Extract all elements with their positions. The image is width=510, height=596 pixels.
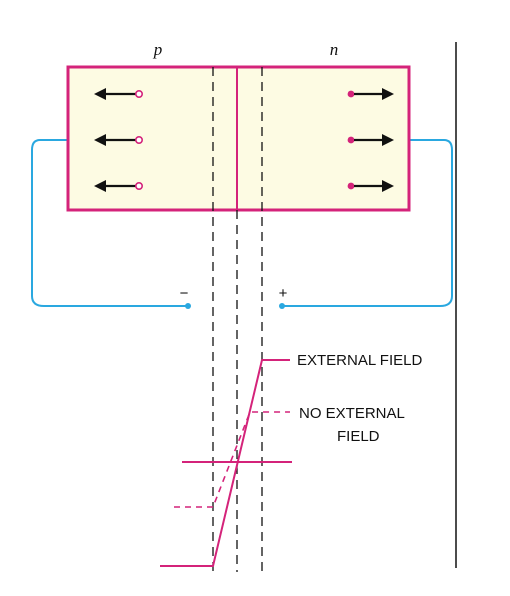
negative-terminal-sign: −	[180, 285, 189, 302]
positive-terminal-sign: +	[279, 285, 288, 302]
arrow-right-icon	[382, 88, 394, 100]
external-field-label: EXTERNAL FIELD	[297, 352, 422, 369]
electron-icon	[347, 182, 355, 190]
right-wire	[282, 139, 453, 307]
arrow-right-icon	[382, 134, 394, 146]
n-side-carriers	[347, 88, 394, 192]
positive-terminal-dot	[279, 303, 285, 309]
hole-icon	[135, 90, 144, 99]
p-side-carriers	[94, 88, 144, 192]
hole-carrier	[94, 134, 144, 146]
hole-carrier	[94, 180, 144, 192]
hole-icon	[135, 136, 144, 145]
negative-terminal-dot	[185, 303, 191, 309]
n-region-label: n	[330, 40, 339, 59]
no-external-field-label-line2: FIELD	[337, 428, 380, 445]
electron-carrier	[347, 180, 394, 192]
arrow-left-icon	[94, 88, 106, 100]
electron-icon	[347, 136, 355, 144]
no-external-field-profile	[174, 411, 290, 508]
electron-carrier	[347, 134, 394, 146]
arrow-left-icon	[94, 134, 106, 146]
arrow-left-icon	[94, 180, 106, 192]
hole-icon	[135, 182, 144, 191]
hole-carrier	[94, 88, 144, 100]
left-wire	[31, 139, 188, 307]
electron-carrier	[347, 88, 394, 100]
no-external-field-label-line1: NO EXTERNAL	[299, 405, 405, 422]
semiconductor-crystal	[66, 65, 411, 212]
p-region-label: p	[153, 40, 163, 59]
electron-icon	[347, 90, 355, 98]
arrow-right-icon	[382, 180, 394, 192]
